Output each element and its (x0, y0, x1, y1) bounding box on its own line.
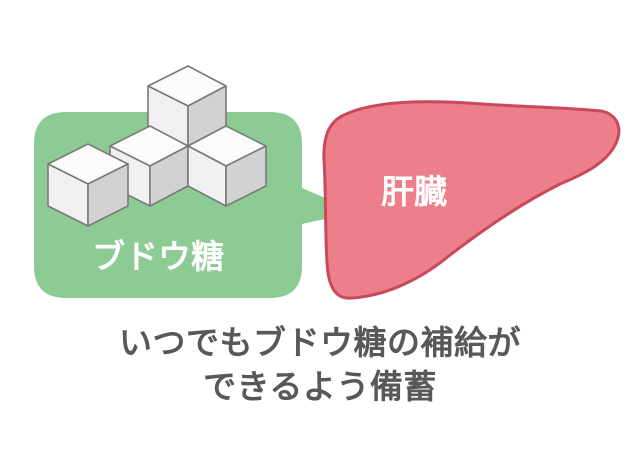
bubble-label: ブドウ糖 (92, 237, 224, 276)
liver-label: 肝臓 (381, 172, 447, 211)
caption-line-2: できるよう備蓄 (203, 367, 437, 406)
liver-shape (322, 100, 621, 300)
sugar-cube-icon (187, 125, 267, 207)
sugar-cubes (47, 65, 267, 227)
sugar-cube-icon (47, 143, 129, 227)
liver-icon: 肝臓 (322, 100, 621, 300)
caption-line-1: いつでもブドウ糖の補給が (119, 323, 521, 362)
